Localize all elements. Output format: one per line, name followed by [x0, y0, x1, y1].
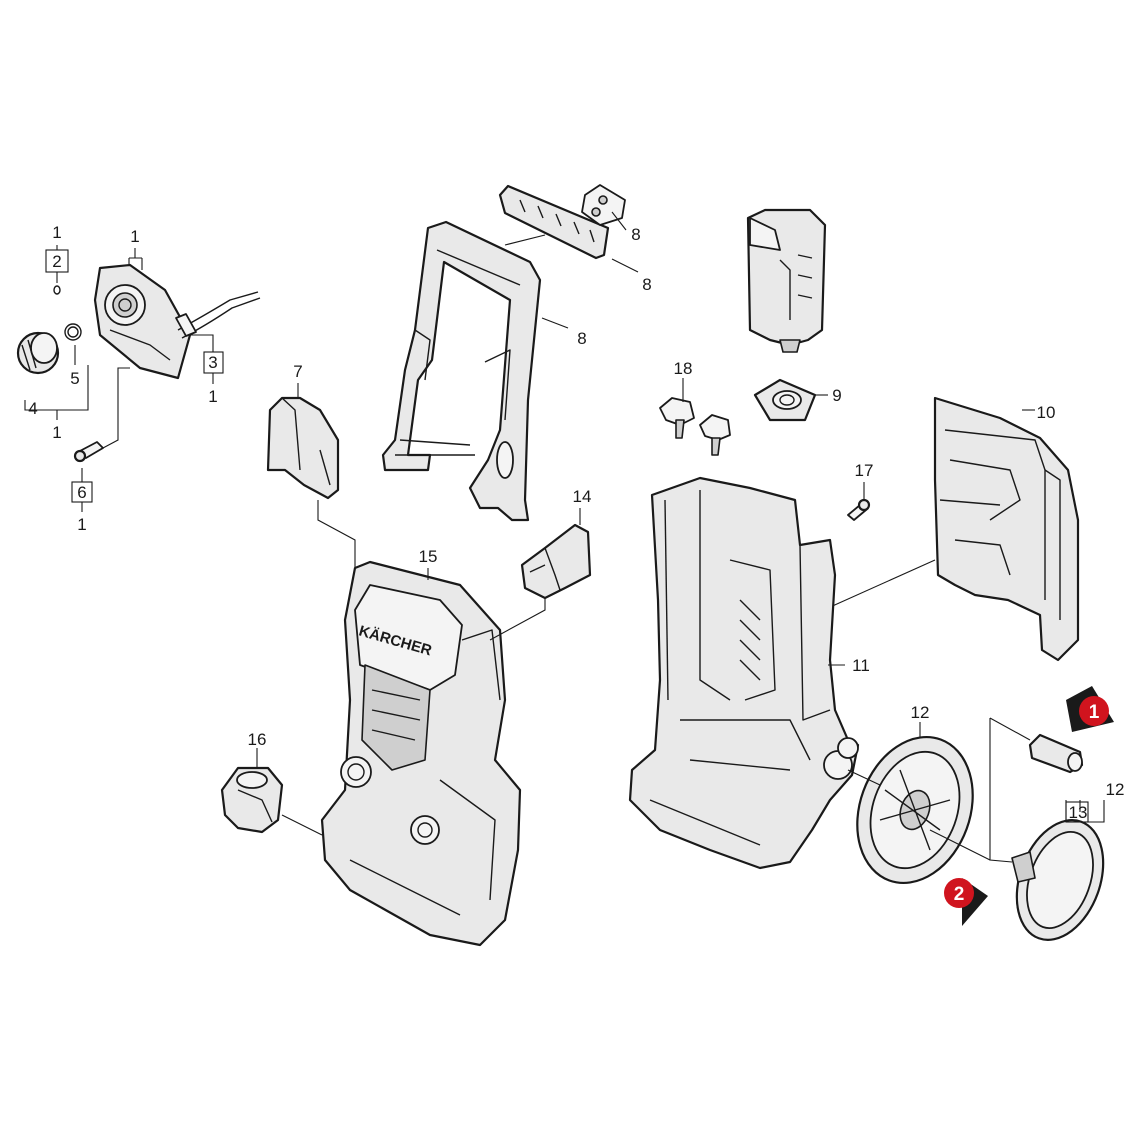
inlet-cap	[16, 331, 60, 375]
part-11-rear-frame	[628, 476, 860, 870]
axle-pin	[1028, 733, 1084, 774]
small-o-ring	[53, 285, 61, 295]
badge-1: 1	[1066, 686, 1114, 732]
callout-1-inlet: 1	[130, 227, 139, 246]
detergent-bottle	[746, 208, 827, 353]
callout-1-left-group: 1	[52, 423, 61, 442]
callout-16: 16	[248, 730, 267, 749]
part-12-wheel	[856, 735, 974, 885]
callout-12-wheel: 12	[911, 703, 930, 722]
callout-13: 13	[1069, 803, 1088, 822]
part-10-side-panel	[933, 396, 1080, 662]
badge-2: 2	[944, 878, 988, 926]
badge-2-label: 2	[954, 884, 965, 905]
callout-17: 17	[855, 461, 874, 480]
bottle-base-seal	[753, 378, 817, 422]
callout-10: 10	[1037, 403, 1056, 422]
badge-1-label: 1	[1089, 702, 1100, 723]
callout-11: 11	[852, 656, 870, 675]
callout-1-below-3: 1	[208, 387, 217, 406]
callout-8-c: 8	[577, 329, 586, 348]
callout-5: 5	[70, 369, 79, 388]
callout-15: 15	[419, 547, 438, 566]
o-ring-seal	[64, 323, 82, 341]
handle-clip-strip	[498, 184, 610, 260]
handle-frame	[381, 220, 542, 522]
callout-box-13	[1065, 801, 1089, 823]
callout-1-top: 1	[52, 223, 61, 242]
part-18-connectors	[659, 397, 731, 456]
callout-1-bottom: 1	[77, 515, 86, 534]
part-16-holder	[220, 766, 284, 834]
part-13-hubcap	[1011, 819, 1105, 941]
callout-6: 6	[77, 483, 86, 502]
callout-7: 7	[293, 362, 302, 381]
callout-18: 18	[674, 359, 693, 378]
inlet-screw	[73, 441, 104, 463]
callout-12-right: 12	[1106, 780, 1125, 799]
part-14-bracket	[520, 523, 592, 600]
callout-4: 4	[28, 399, 37, 418]
callout-2: 2	[52, 252, 61, 271]
part-17-screw	[847, 498, 871, 521]
water-inlet-housing	[93, 263, 261, 380]
callout-3: 3	[208, 353, 217, 372]
callout-8-b: 8	[642, 275, 651, 294]
part-7-cover	[266, 396, 340, 500]
callout-9: 9	[832, 386, 841, 405]
front-housing-shell: KÄRCHER	[320, 560, 522, 947]
callout-14: 14	[573, 487, 592, 506]
callout-8-a: 8	[631, 225, 640, 244]
